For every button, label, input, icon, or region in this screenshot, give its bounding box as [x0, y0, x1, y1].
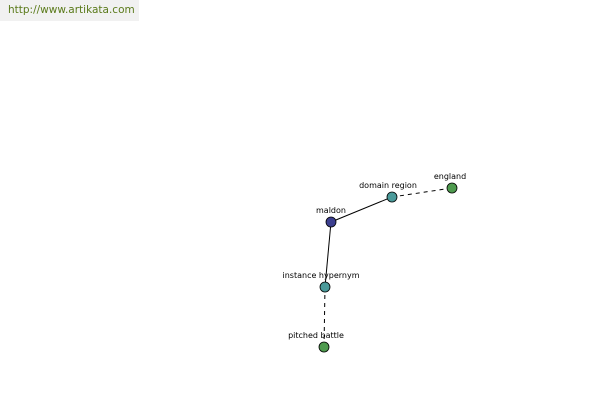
node-instance-hypernym-label[interactable]: instance hypernym [283, 271, 360, 280]
node-pitched-battle[interactable]: pitched battle [288, 331, 344, 353]
node-domain-region-label[interactable]: domain region [359, 181, 417, 190]
node-instance-hypernym-dot[interactable] [319, 281, 331, 293]
node-maldon-dot[interactable] [325, 216, 337, 228]
node-pitched-battle-label[interactable]: pitched battle [288, 331, 344, 340]
node-instance-hypernym[interactable]: instance hypernym [283, 271, 360, 293]
source-url[interactable]: http://www.artikata.com [0, 0, 139, 21]
edge-maldon-domain-region [330, 196, 393, 223]
node-maldon[interactable]: maldon [316, 206, 346, 228]
node-england[interactable]: england [434, 172, 466, 194]
edge-maldon-instance-hypernym [324, 221, 332, 288]
node-domain-region[interactable]: domain region [359, 181, 417, 203]
edge-instance-hypernym-pitched-battle [323, 286, 326, 348]
node-domain-region-dot[interactable] [386, 191, 398, 203]
edge-domain-region-england [391, 187, 453, 198]
node-pitched-battle-dot[interactable] [318, 341, 330, 353]
node-england-dot[interactable] [446, 182, 458, 194]
node-england-label[interactable]: england [434, 172, 466, 181]
node-maldon-label[interactable]: maldon [316, 206, 346, 215]
